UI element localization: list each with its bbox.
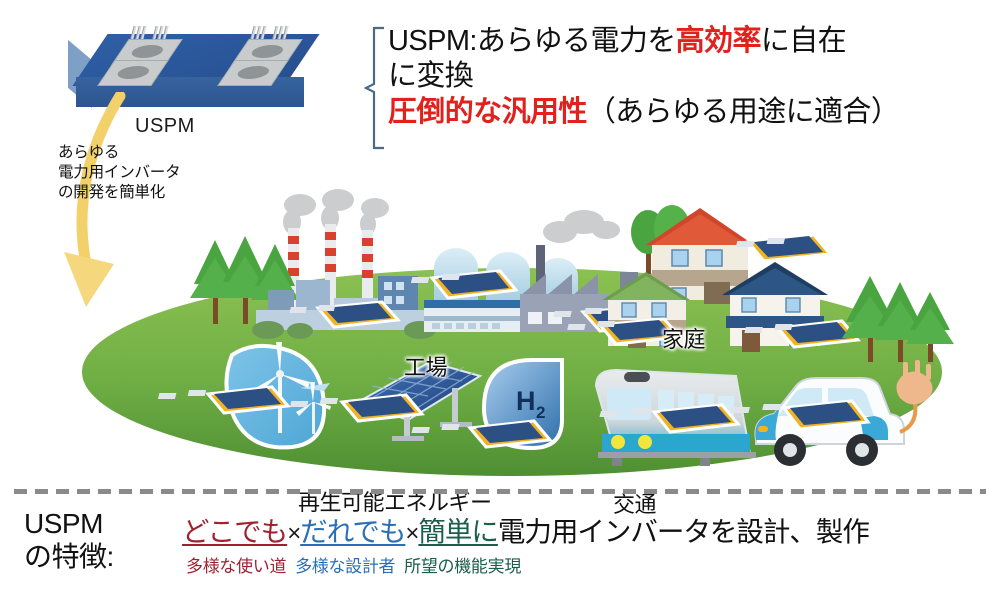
uspm-badge bbox=[410, 269, 519, 300]
headline-line-2: に変換 bbox=[388, 60, 474, 93]
arrow-caption: あらゆる 電力用インバータ の開発を簡単化 bbox=[58, 144, 181, 201]
multiply-sign-1: × bbox=[287, 520, 301, 547]
features-section: USPM の特徴: どこでも×だれでも×簡単に電力用インバータを設計、製作 多様… bbox=[14, 503, 989, 593]
headline-line1-b: に自在 bbox=[760, 25, 847, 57]
features-label: USPM の特徴: bbox=[24, 508, 114, 573]
uspm-badge bbox=[730, 399, 871, 431]
scene-label-transport: 交通 bbox=[613, 492, 657, 517]
charging-plug-icon bbox=[896, 360, 933, 405]
headline-line-3: 圧倒的な汎用性（あらゆる用途に適合） bbox=[388, 95, 988, 130]
feature-sub-function: 所望の機能実現 bbox=[404, 557, 522, 576]
hydrogen-subscript: 2 bbox=[536, 403, 545, 422]
scene-illustration: H 2 bbox=[0, 150, 1000, 517]
uspm-badge bbox=[599, 403, 741, 434]
headline-brace bbox=[363, 26, 386, 150]
scene-label-home: 家庭 bbox=[662, 327, 706, 352]
headline-line1-accent: 高効率 bbox=[675, 25, 762, 57]
headline-line3-b: （あらゆる用途に適合） bbox=[586, 95, 900, 128]
uspm-device-label: USPM bbox=[135, 115, 195, 137]
headline-line-1: USPM:あらゆる電力を高効率に自在 bbox=[388, 24, 988, 59]
uspm-badge bbox=[289, 300, 402, 329]
multiply-sign-2: × bbox=[405, 520, 419, 547]
feature-anyone: だれでも bbox=[300, 516, 406, 547]
headline-line3-accent: 圧倒的な汎用性 bbox=[388, 95, 587, 128]
features-main-line: どこでも×だれでも×簡単に電力用インバータを設計、製作 bbox=[182, 509, 870, 549]
scene-label-factory: 工場 bbox=[404, 355, 448, 380]
uspm-badge bbox=[411, 419, 553, 449]
feature-sub-designers: 多様な設計者 bbox=[295, 557, 396, 576]
feature-anywhere: どこでも bbox=[182, 516, 288, 547]
simplification-arrow bbox=[52, 90, 202, 347]
section-divider bbox=[14, 489, 986, 494]
uspm-badge bbox=[735, 233, 833, 263]
uspm-badge bbox=[289, 393, 425, 423]
uspm-badge bbox=[567, 317, 684, 346]
feature-easily: 簡単に bbox=[418, 516, 498, 547]
hydrogen-label: H bbox=[516, 386, 536, 416]
feature-sub-uses: 多様な使い道 bbox=[186, 557, 287, 576]
feature-main-tail: 電力用インバータを設計、製作 bbox=[497, 516, 870, 547]
headline: USPM:あらゆる電力を高効率に自在 に変換 圧倒的な汎用性（あらゆる用途に適合… bbox=[388, 24, 988, 130]
headline-line1-a: USPM:あらゆる電力を bbox=[388, 25, 676, 57]
uspm-badge bbox=[157, 385, 291, 415]
scene-label-renewable: 再生可能エネルギー bbox=[298, 490, 492, 515]
uspm-badge bbox=[744, 319, 861, 349]
features-sub-line: 多様な使い道 多様な設計者 所望の機能実現 bbox=[186, 552, 521, 577]
